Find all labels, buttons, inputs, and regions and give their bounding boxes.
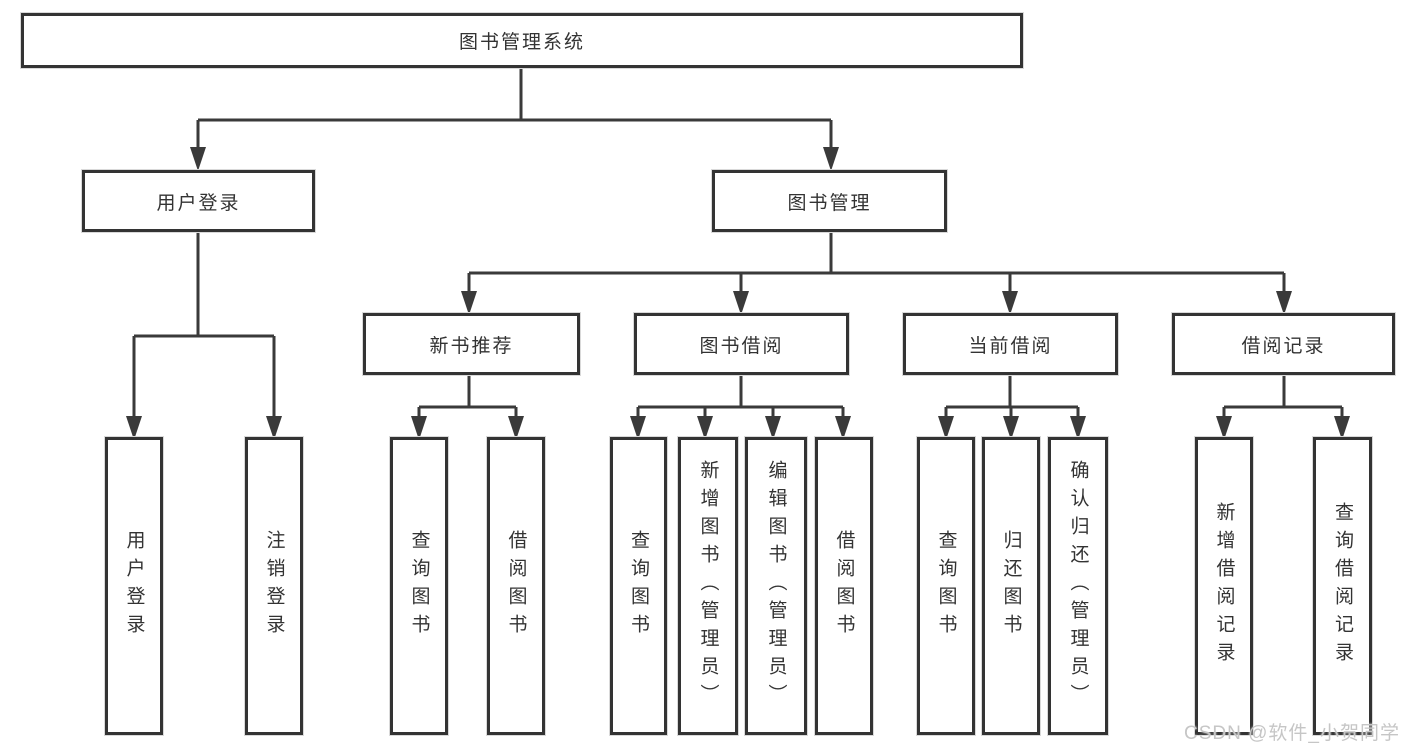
node-label: 查询借阅记录 [1332,502,1353,670]
connector-path [1222,375,1344,424]
connector-path [944,375,1080,424]
node-label: 新增借阅记录 [1213,502,1235,670]
arrowhead-icon [190,147,206,171]
node-label: 编辑图书（管理员） [765,460,787,712]
node-leaf-confirm-return-admin: 确认归还（管理员） [1048,437,1108,735]
arrowhead-icon [1070,416,1086,440]
arrowhead-icon [1276,291,1292,315]
node-label: 查询图书 [628,530,649,642]
node-leaf-edit-books-admin: 编辑图书（管理员） [745,437,807,735]
watermark: CSDN @软件_小贺同学 [1184,723,1400,744]
arrowhead-icon [835,416,851,440]
node-book-borrowing: 图书借阅 [634,313,849,375]
node-leaf-borrow-books: 借阅图书 [487,437,545,735]
node-new-book-recommend: 新书推荐 [363,313,580,375]
arrowhead-icon [1003,416,1019,440]
node-label: 注销登录 [263,530,285,642]
connector-path [196,66,833,156]
node-label: 确认归还（管理员） [1067,460,1089,712]
node-label: 新书推荐 [429,335,514,357]
node-borrowing-records: 借阅记录 [1172,313,1395,375]
node-label: 新增图书（管理员） [697,460,719,712]
node-label: 用户登录 [123,530,145,642]
arrowhead-icon [266,416,282,440]
node-label: 查询图书 [935,530,957,642]
arrowhead-icon [697,416,713,440]
arrowhead-icon [461,291,477,315]
node-label: 借阅图书 [505,530,527,642]
node-label: 用户登录 [156,192,241,214]
node-leaf-query-books: 查询图书 [917,437,975,735]
node-leaf-query-books: 查询图书 [390,437,448,735]
node-user-login-branch: 用户登录 [82,170,315,232]
node-label: 图书管理 [787,192,872,214]
arrowhead-icon [733,291,749,315]
node-label: 查询图书 [408,530,430,642]
arrowhead-icon [1216,416,1232,440]
node-root-system: 图书管理系统 [21,13,1023,68]
node-leaf-return-books: 归还图书 [982,437,1040,735]
node-label: 图书管理系统 [458,32,585,53]
node-leaf-logout: 注销登录 [245,437,303,735]
arrowhead-icon [823,147,839,171]
node-leaf-query-borrow-record: 查询借阅记录 [1313,437,1372,735]
arrowhead-icon [630,416,646,440]
arrowhead-icon [765,416,781,440]
node-label: 图书借阅 [699,335,784,357]
node-label: 当前借阅 [968,335,1053,357]
connector-path [636,375,845,424]
node-leaf-user-login: 用户登录 [105,437,163,735]
node-book-management-branch: 图书管理 [712,170,947,232]
node-label: 归还图书 [1000,530,1022,642]
node-leaf-add-books-admin: 新增图书（管理员） [678,437,738,735]
node-label: 借阅图书 [833,530,855,642]
arrowhead-icon [411,416,427,440]
arrowhead-icon [1334,416,1350,440]
node-leaf-query-books: 查询图书 [610,437,667,735]
connector-path [467,230,1286,300]
arrowhead-icon [126,416,142,440]
connector-path [132,230,276,424]
node-leaf-add-borrow-record: 新增借阅记录 [1195,437,1253,735]
node-label: 借阅记录 [1241,335,1326,357]
node-leaf-borrow-books: 借阅图书 [815,437,873,735]
node-current-borrowing: 当前借阅 [903,313,1118,375]
arrowhead-icon [1002,291,1018,315]
connector-path [417,375,518,424]
arrowhead-icon [508,416,524,440]
arrowhead-icon [938,416,954,440]
